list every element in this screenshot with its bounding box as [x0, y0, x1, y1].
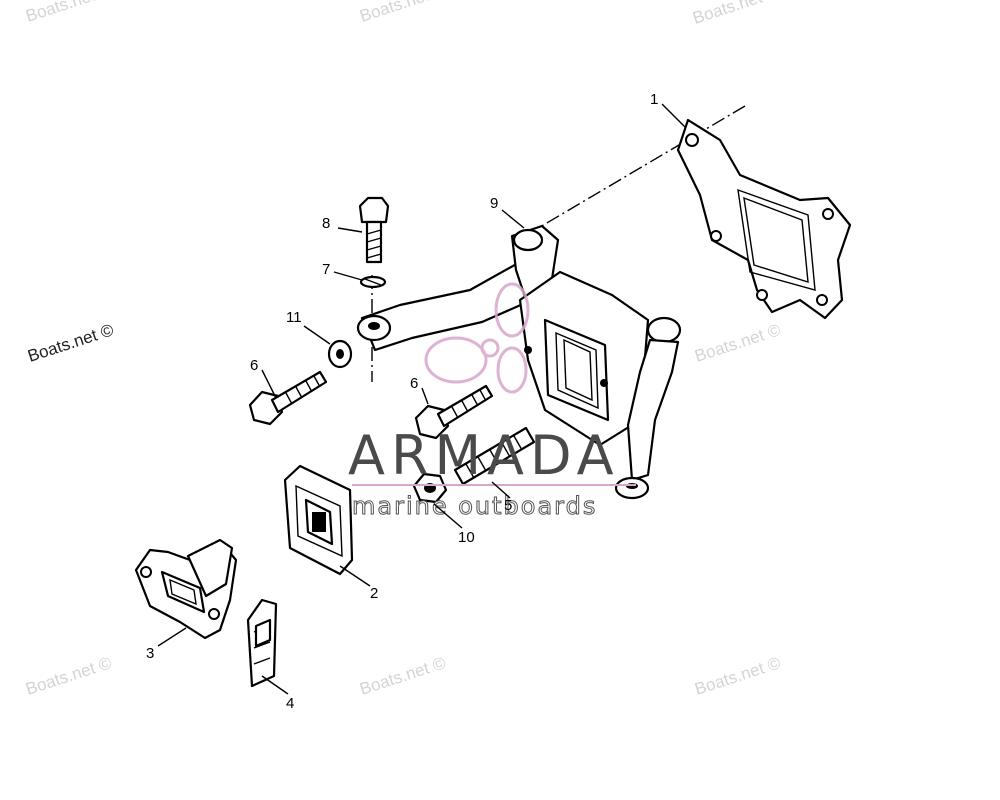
- callout-7: 7: [322, 261, 330, 278]
- stud-part-5: [453, 426, 536, 486]
- armada-logo: ARMADA marine outboards: [348, 282, 636, 521]
- reed-petals-part-4: [246, 598, 278, 688]
- bolt-part-8: [358, 196, 390, 264]
- watermark-bottom-left: Boats.net ©: [23, 653, 114, 699]
- watermark-top-right: Boats.net: [690, 0, 764, 28]
- manifold-bracket-part: [356, 224, 682, 500]
- logo-tagline: marine outboards: [352, 492, 597, 520]
- callout-labels: 1 2 3 4 5 6 6 7 8 9 10 11: [146, 91, 658, 712]
- callout-6-right: 6: [410, 375, 418, 392]
- assembly-centerline: [534, 105, 746, 231]
- lock-washer-part-7: [359, 275, 387, 289]
- callout-6-left: 6: [250, 357, 258, 374]
- callout-10: 10: [458, 529, 475, 546]
- callout-1: 1: [650, 91, 658, 108]
- callout-5: 5: [504, 497, 512, 514]
- callout-11: 11: [286, 309, 302, 326]
- watermark-top-left: Boats.net: [23, 0, 97, 26]
- callout-3: 3: [146, 645, 154, 662]
- propeller-logo-icon: [424, 282, 530, 394]
- logo-name: ARMADA: [348, 424, 620, 487]
- callout-9: 9: [490, 195, 498, 212]
- leader-lines: [157, 103, 687, 695]
- watermark-right-mid: Boats.net ©: [692, 320, 783, 366]
- callout-2: 2: [370, 585, 378, 602]
- callout-8: 8: [322, 215, 330, 232]
- gasket-part: [676, 118, 852, 320]
- bolt-part-6-left: [248, 370, 328, 426]
- watermark-bottom-right: Boats.net ©: [692, 653, 783, 699]
- bolt-part-6-right: [414, 384, 494, 440]
- nut-part-10: [412, 472, 448, 504]
- watermark-bottom-center: Boats.net ©: [357, 653, 448, 699]
- flat-washer-part-11: [327, 339, 353, 369]
- watermark-left: Boats.net ©: [25, 320, 116, 366]
- reed-block-part-3: [134, 538, 238, 640]
- reed-gasket-part-2: [283, 464, 354, 576]
- watermark-top-center: Boats.net: [357, 0, 431, 26]
- callout-4: 4: [286, 695, 294, 712]
